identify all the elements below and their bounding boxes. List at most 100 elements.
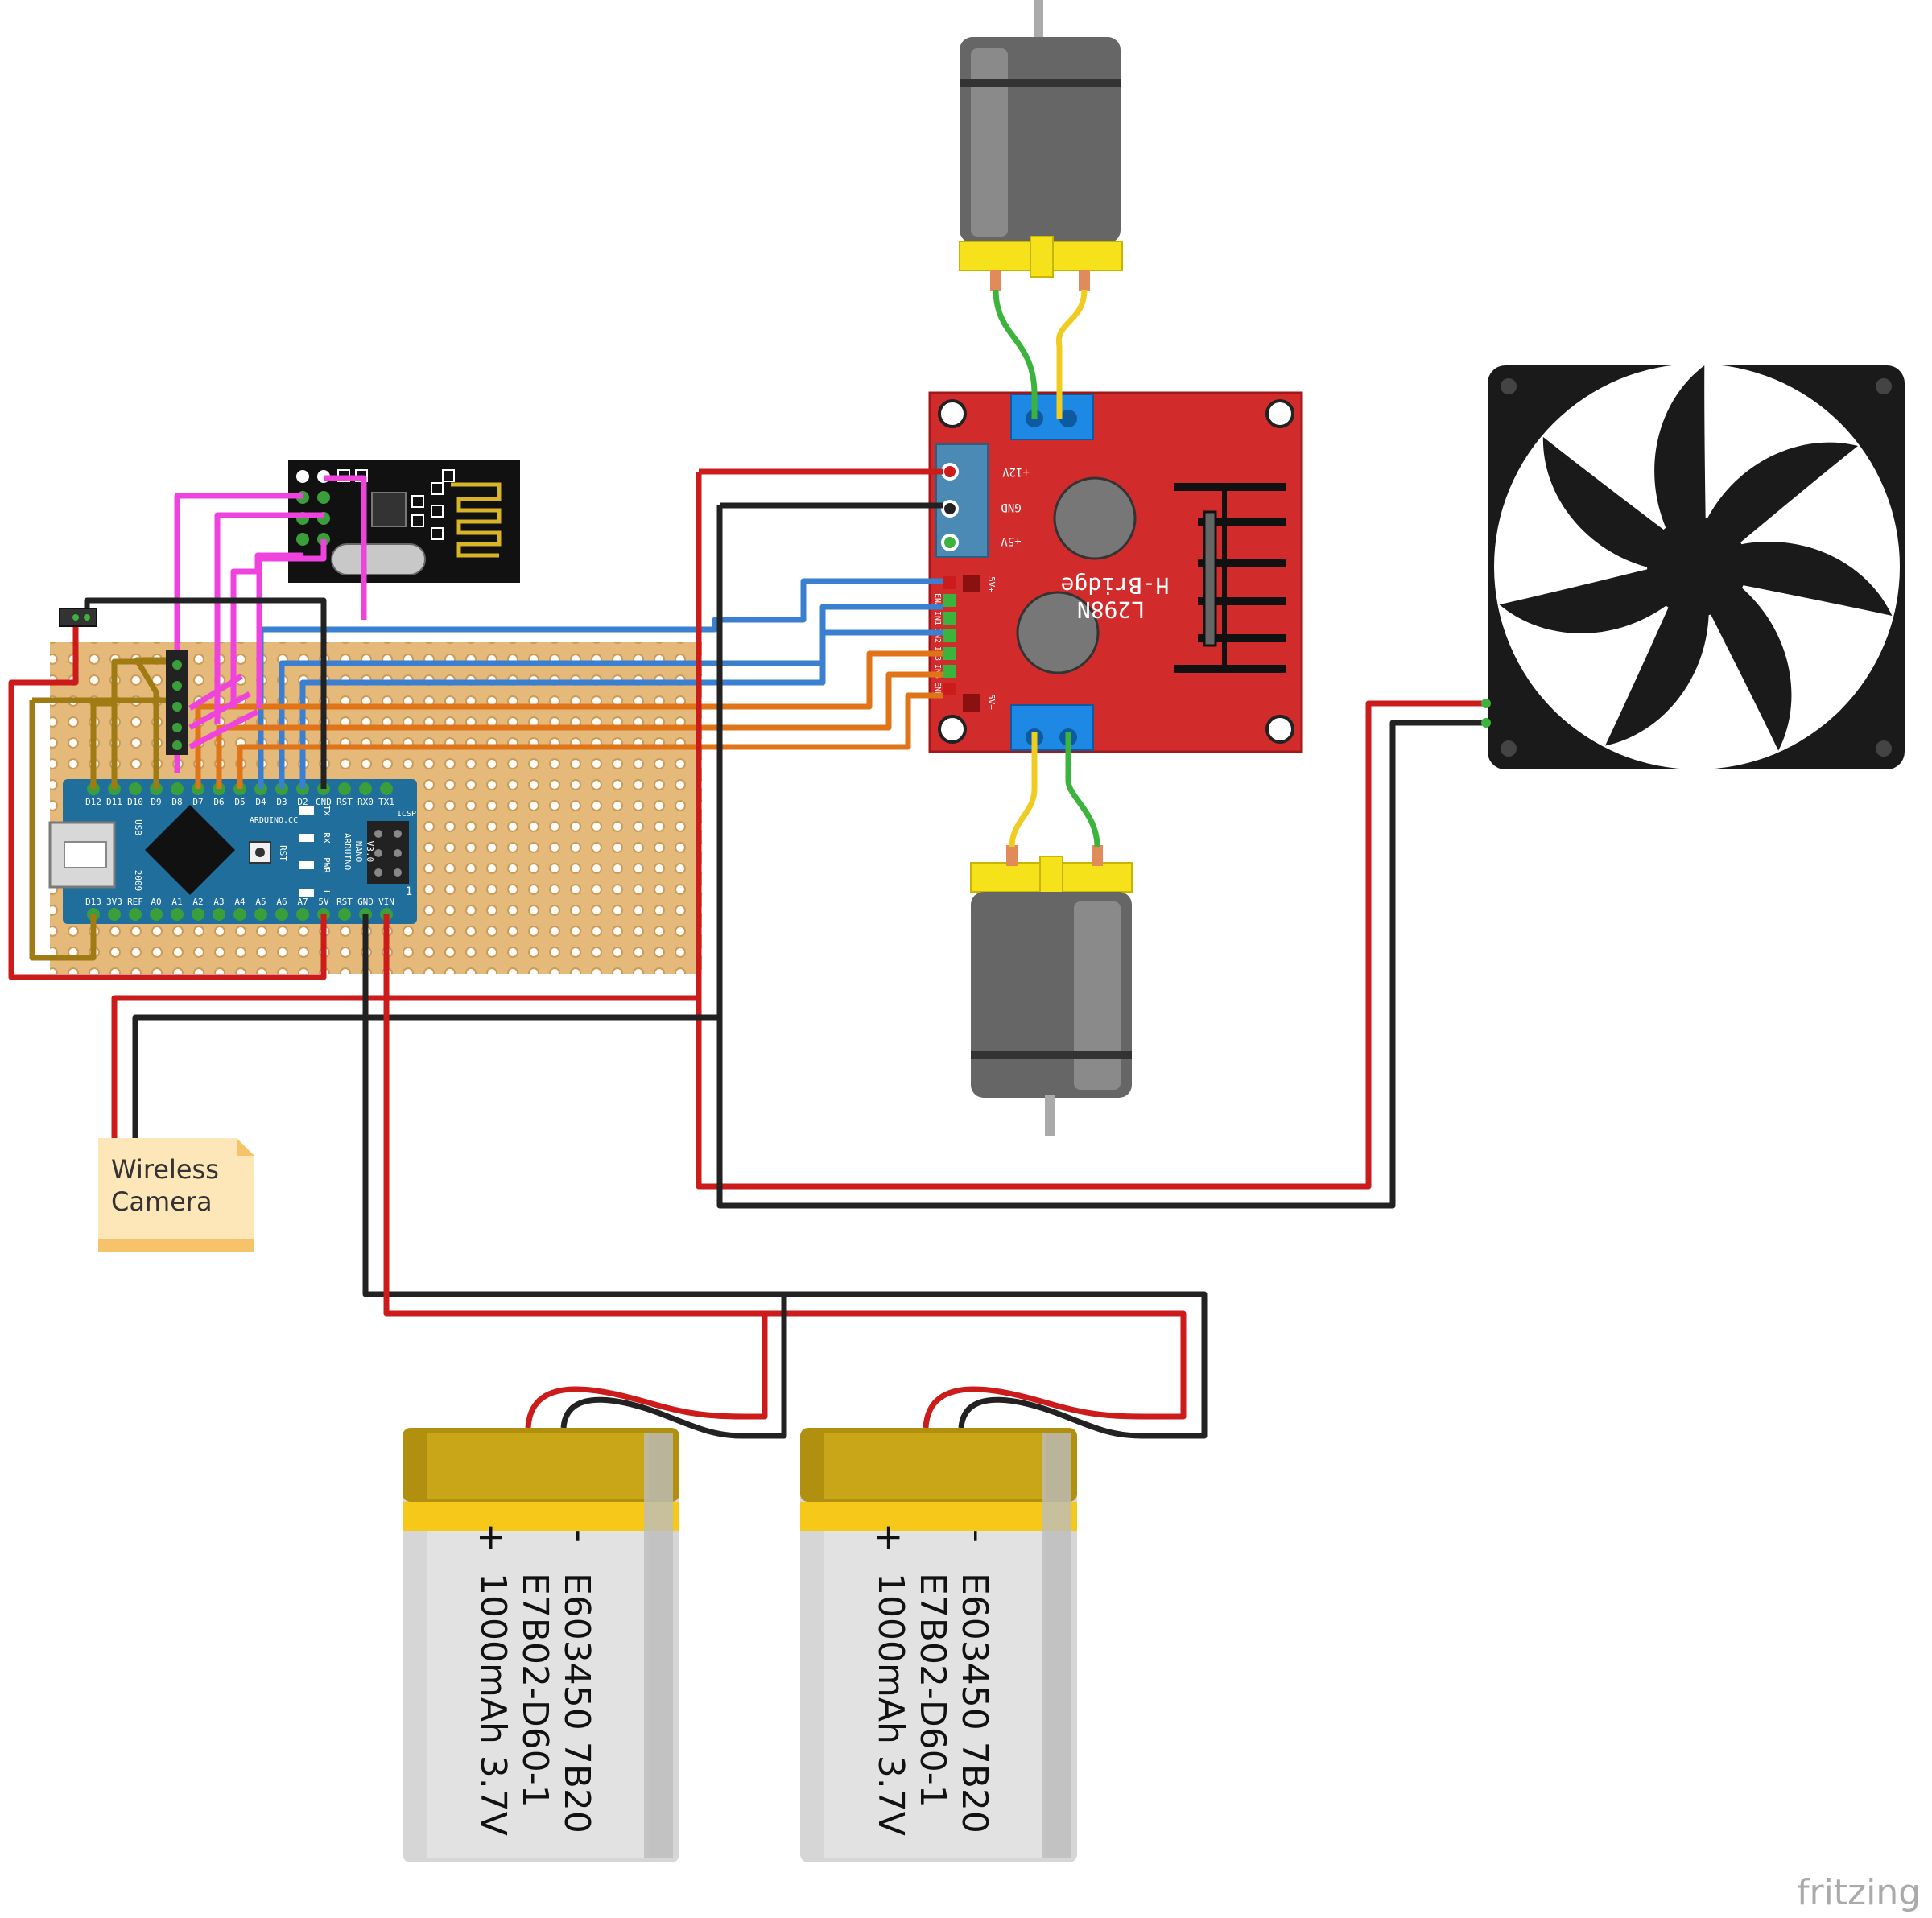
pin-label-a1: A1 xyxy=(171,897,182,907)
battery-2-line1: E603450 7B20 xyxy=(954,1573,995,1833)
jumper-enb xyxy=(963,694,980,712)
wires xyxy=(8,289,1486,1439)
icsp-header xyxy=(367,821,409,884)
pin-label-d8: D8 xyxy=(171,797,182,807)
hbridge-pin-ena: ENA xyxy=(933,593,942,608)
wire-magenta-2 xyxy=(214,512,324,724)
wire-blue-in2 xyxy=(299,629,943,789)
wire-red-batt2-lead xyxy=(923,1386,1142,1429)
wire-magenta-6 xyxy=(188,674,259,750)
nano-pin-one: 1 xyxy=(406,885,412,898)
battery-1-minus: - xyxy=(559,1529,601,1542)
pin-label-a7: A7 xyxy=(297,897,308,907)
hbridge-jumper-label-bottom: 5V+ xyxy=(986,694,997,710)
wire-red-batt1-lead xyxy=(525,1386,743,1429)
wire-black-radio-gnd xyxy=(84,597,327,789)
battery-2-minus: - xyxy=(957,1529,998,1542)
mcu-chip xyxy=(145,805,235,895)
wire-orange-enb xyxy=(237,692,943,789)
pin-label-a6: A6 xyxy=(276,897,287,907)
nano-usb-label: USB xyxy=(133,819,143,835)
wire-brown-1 xyxy=(90,700,113,789)
capacitor xyxy=(1016,591,1100,674)
battery-1-plus: + xyxy=(471,1523,512,1553)
wire-red-camera xyxy=(111,995,699,1138)
dc-motor-top xyxy=(959,0,1123,291)
battery-2-line3: 1000mAh 3.7V xyxy=(870,1573,911,1836)
nano-model-1: ARDUINO xyxy=(342,833,353,870)
pin-label-d12: D12 xyxy=(85,797,101,807)
pin-label-d11: D11 xyxy=(106,797,122,807)
pin-label-d3: D3 xyxy=(276,797,287,807)
nano-led-l: L xyxy=(321,890,332,896)
battery-2-plus: + xyxy=(869,1523,910,1553)
wire-black-batt2-lead xyxy=(958,1396,1142,1439)
wire-orange-in3 xyxy=(195,650,943,789)
pin-label-rx0: RX0 xyxy=(357,797,374,807)
wire-motor-bottom-green xyxy=(1065,732,1100,848)
pin-label-d6: D6 xyxy=(213,797,224,807)
pin-label-a2: A2 xyxy=(192,897,203,907)
wire-motor-top-yellow xyxy=(1055,289,1088,419)
hbridge-label-12v: +12V xyxy=(1002,465,1030,478)
pin-label-tx1: TX1 xyxy=(378,797,394,807)
hbridge-title-line1: L298N xyxy=(1077,596,1145,623)
nano-led-tx: TX xyxy=(321,805,332,816)
battery-1: - + E603450 7B20 E7B02-D60-1 1000mAh 3.7… xyxy=(402,1428,679,1862)
pin-label-d7: D7 xyxy=(192,797,203,807)
l298n-hbridge: L298N H-Bridge +12V GND +5V 5V+ 5V+ ENA … xyxy=(928,391,1303,753)
wire-black-bus-vertical xyxy=(716,505,1486,1209)
pin-label-rst-b: RST xyxy=(336,897,353,907)
wireless-camera-note: Wireless Camera xyxy=(98,1138,254,1252)
nrf-chip xyxy=(371,492,407,527)
mount-hole xyxy=(1265,715,1294,744)
mount-hole xyxy=(1265,399,1294,428)
nano-year-label: 2009 xyxy=(133,870,143,892)
fritzing-watermark: fritzing xyxy=(1797,1872,1921,1913)
hbridge-title-line2: H-Bridge xyxy=(1061,572,1170,599)
hbridge-pin-in1: IN1 xyxy=(933,611,942,625)
hbridge-label-gnd: GND xyxy=(1001,501,1021,514)
wire-red-vin xyxy=(383,914,1187,1420)
wire-black-batt1 xyxy=(742,1294,787,1439)
camera-note-line1: Wireless xyxy=(111,1154,219,1185)
mount-hole xyxy=(938,715,967,744)
nrf24-radio-module xyxy=(288,460,520,583)
hbridge-jumper-label-top: 5V+ xyxy=(986,576,997,592)
fan-connector xyxy=(1481,699,1491,728)
pin-label-d13: D13 xyxy=(85,897,101,907)
pin-label-gnd-b: GND xyxy=(357,897,374,907)
wire-black-camera xyxy=(132,1014,720,1138)
pin-label-a5: A5 xyxy=(255,897,266,907)
stripboard-header xyxy=(59,608,188,755)
nano-brand: ARDUINO.CC xyxy=(250,816,298,825)
battery-1-line3: 1000mAh 3.7V xyxy=(473,1573,514,1836)
pin-label-ref: REF xyxy=(127,897,143,907)
nano-model-3: V3.0 xyxy=(365,841,375,863)
wire-brown-3 xyxy=(134,657,177,789)
nano-led-rx: RX xyxy=(321,832,332,844)
battery-1-line2: E7B02-D60-1 xyxy=(514,1573,555,1808)
wire-orange-in4 xyxy=(216,671,943,789)
pin-label-5v: 5V xyxy=(318,897,329,907)
motor-terminal-bottom xyxy=(1010,704,1094,751)
pin-label-3v3: 3V3 xyxy=(106,897,122,907)
pin-label-d5: D5 xyxy=(234,797,245,807)
wire-motor-bottom-yellow xyxy=(1009,732,1038,848)
wire-magenta-4 xyxy=(256,539,327,708)
pin-label-d10: D10 xyxy=(127,797,143,807)
wire-black-vin-gnd xyxy=(362,914,1208,1439)
wire-magenta-5 xyxy=(324,475,367,620)
pin-label-gnd: GND xyxy=(316,797,332,807)
pin-label-a3: A3 xyxy=(213,897,224,907)
pin-label-d2: D2 xyxy=(297,797,308,807)
pin-label-d9: D9 xyxy=(151,797,161,807)
wire-red-radio-vcc xyxy=(8,613,327,980)
hbridge-pin-in4: IN4 xyxy=(933,664,942,679)
arduino-nano: D12 D11 D10 D9 D8 D7 D6 D5 D4 D3 D2 GND … xyxy=(48,779,417,924)
pin-label-rst: RST xyxy=(336,797,353,807)
nano-rst-label: RST xyxy=(278,845,288,861)
wire-red-bus-vertical xyxy=(696,472,1486,1190)
nano-model-2: NANO xyxy=(353,841,364,863)
